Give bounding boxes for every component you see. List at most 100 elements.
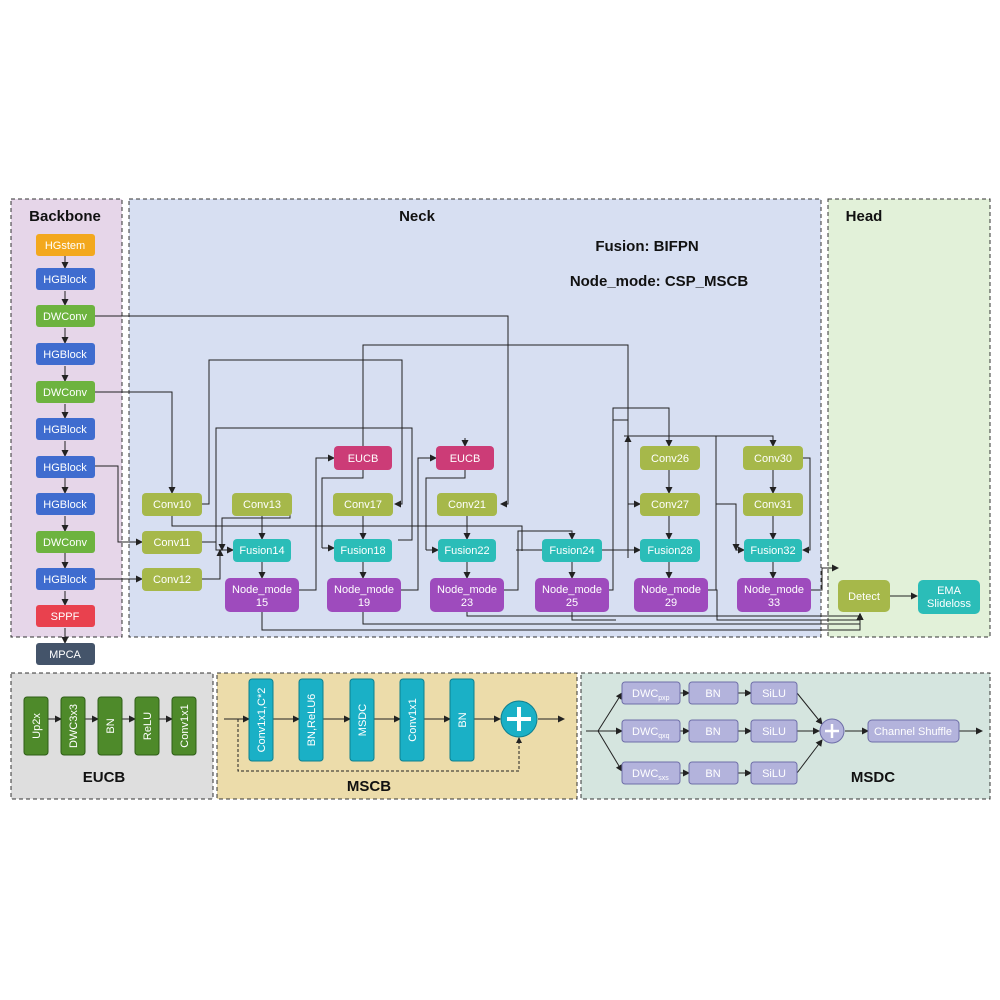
backbone-mpca-block[interactable] bbox=[36, 643, 95, 665]
node25-node[interactable] bbox=[535, 578, 609, 612]
conv10-node[interactable] bbox=[142, 493, 202, 516]
mscb-block-1[interactable] bbox=[248, 678, 274, 762]
backbone-hgblock-block[interactable] bbox=[36, 568, 95, 590]
msdc-dwc-qxq-label: DWCqxq bbox=[632, 726, 670, 740]
head-panel bbox=[827, 198, 991, 638]
conv13-label: Conv13 bbox=[243, 499, 281, 511]
msdc-bn-block[interactable] bbox=[688, 681, 739, 705]
backbone-hgblock-label: HGBlock bbox=[43, 424, 87, 436]
conv21-label: Conv21 bbox=[448, 499, 486, 511]
eucb-relu-block[interactable] bbox=[134, 696, 160, 756]
msdc-bn-block[interactable] bbox=[688, 719, 739, 743]
mscb-block-label-2: BN,ReLU6 bbox=[306, 694, 318, 747]
conv31-label: Conv31 bbox=[754, 499, 792, 511]
eucb20-node[interactable] bbox=[436, 446, 494, 470]
eucb16-node[interactable] bbox=[334, 446, 392, 470]
backbone-hgblock-label: HGBlock bbox=[43, 462, 87, 474]
fusion28-node[interactable] bbox=[640, 539, 700, 562]
backbone-hgblock-block[interactable] bbox=[36, 493, 95, 515]
eucb-title: EUCB bbox=[83, 769, 126, 786]
backbone-dwconv-block[interactable] bbox=[36, 305, 95, 327]
conv27-label: Conv27 bbox=[651, 499, 689, 511]
conv30-label: Conv30 bbox=[754, 453, 792, 465]
eucb-conv1x1-block[interactable] bbox=[171, 696, 197, 756]
msdc-silu-block[interactable] bbox=[750, 719, 798, 743]
node15-number: 15 bbox=[256, 597, 268, 609]
mscb-block-label-3: MSDC bbox=[357, 704, 369, 736]
node15-node[interactable] bbox=[225, 578, 299, 612]
fusion24-label: Fusion24 bbox=[549, 545, 594, 557]
msdc-silu-label: SiLU bbox=[762, 726, 786, 738]
neck-blocks: Conv10 Conv11 Conv12 Conv13 Fusion14 Nod… bbox=[142, 446, 811, 612]
node19-node[interactable] bbox=[327, 578, 401, 612]
ema-label: EMA bbox=[937, 585, 962, 597]
backbone-hgblock-label: HGBlock bbox=[43, 499, 87, 511]
eucb-up2x-block[interactable] bbox=[23, 696, 49, 756]
mscb-block-4[interactable] bbox=[399, 678, 425, 762]
mscb-wires bbox=[224, 715, 565, 772]
head-blocks: Detect EMA Slideloss bbox=[838, 580, 980, 614]
msdc-bn-label: BN bbox=[705, 688, 720, 700]
conv11-node[interactable] bbox=[142, 531, 202, 554]
fusion28-label: Fusion28 bbox=[647, 545, 692, 557]
fusion32-node[interactable] bbox=[744, 539, 802, 562]
backbone-hgblock-block[interactable] bbox=[36, 268, 95, 290]
msdc-silu-block[interactable] bbox=[750, 761, 798, 785]
backbone-blocks: HGstemHGBlockDWConvHGBlockDWConvHGBlockH… bbox=[36, 234, 95, 665]
backbone-hgstem-block[interactable] bbox=[36, 234, 95, 256]
fusion14-label: Fusion14 bbox=[239, 545, 284, 557]
backbone-dwconv-label: DWConv bbox=[43, 537, 88, 549]
msdc-dwc-sxs-block[interactable] bbox=[621, 761, 681, 785]
mscb-block-2[interactable] bbox=[298, 678, 324, 762]
mscb-add-node bbox=[500, 700, 538, 738]
conv21-node[interactable] bbox=[437, 493, 497, 516]
node29-label: Node_mode bbox=[641, 584, 701, 596]
backbone-dwconv-block[interactable] bbox=[36, 531, 95, 553]
eucb-bn-block[interactable] bbox=[97, 696, 123, 756]
ema-node[interactable] bbox=[918, 580, 980, 614]
backbone-hgblock-block[interactable] bbox=[36, 418, 95, 440]
conv30-node[interactable] bbox=[743, 446, 803, 470]
fusion14-node[interactable] bbox=[233, 539, 291, 562]
conv26-node[interactable] bbox=[640, 446, 700, 470]
mscb-block-label-5: BN bbox=[457, 712, 469, 727]
mscb-block-5[interactable] bbox=[449, 678, 475, 762]
eucb-dwc3x3-block[interactable] bbox=[60, 696, 86, 756]
conv26-label: Conv26 bbox=[651, 453, 689, 465]
msdc-dwc-pxp-block[interactable] bbox=[621, 681, 681, 705]
mscb-block-label-4: Conv1x1 bbox=[407, 698, 419, 741]
node29-node[interactable] bbox=[634, 578, 708, 612]
msdc-bn-label: BN bbox=[705, 726, 720, 738]
backbone-hgblock-block[interactable] bbox=[36, 343, 95, 365]
neck-title: Neck bbox=[399, 208, 436, 225]
node23-node[interactable] bbox=[430, 578, 504, 612]
conv27-node[interactable] bbox=[640, 493, 700, 516]
msdc-silu-block[interactable] bbox=[750, 681, 798, 705]
node15-label: Node_mode bbox=[232, 584, 292, 596]
conv17-label: Conv17 bbox=[344, 499, 382, 511]
fusion18-node[interactable] bbox=[334, 539, 392, 562]
backbone-sppf-block[interactable] bbox=[36, 605, 95, 627]
msdc-bn-block[interactable] bbox=[688, 761, 739, 785]
backbone-hgblock-label: HGBlock bbox=[43, 574, 87, 586]
fusion22-node[interactable] bbox=[438, 539, 496, 562]
fusion24-node[interactable] bbox=[542, 539, 602, 562]
node33-node[interactable] bbox=[737, 578, 811, 612]
backbone-hgstem-label: HGstem bbox=[45, 240, 85, 252]
msdc-dwc-qxq-block[interactable] bbox=[621, 719, 681, 743]
node19-number: 19 bbox=[358, 597, 370, 609]
mscb-title: MSCB bbox=[347, 778, 391, 795]
backbone-hgblock-block[interactable] bbox=[36, 456, 95, 478]
mscb-block-3[interactable] bbox=[349, 678, 375, 762]
conv13-node[interactable] bbox=[232, 493, 292, 516]
backbone-dwconv-label: DWConv bbox=[43, 311, 88, 323]
conv31-node[interactable] bbox=[743, 493, 803, 516]
detect-node[interactable] bbox=[838, 580, 890, 612]
slideloss-label: Slideloss bbox=[927, 598, 972, 610]
conv12-node[interactable] bbox=[142, 568, 202, 591]
eucb-bn-label: BN bbox=[105, 718, 117, 733]
backbone-dwconv-block[interactable] bbox=[36, 381, 95, 403]
channel-shuffle-node[interactable] bbox=[867, 719, 960, 743]
conv17-node[interactable] bbox=[333, 493, 393, 516]
plus-icon bbox=[825, 724, 839, 738]
